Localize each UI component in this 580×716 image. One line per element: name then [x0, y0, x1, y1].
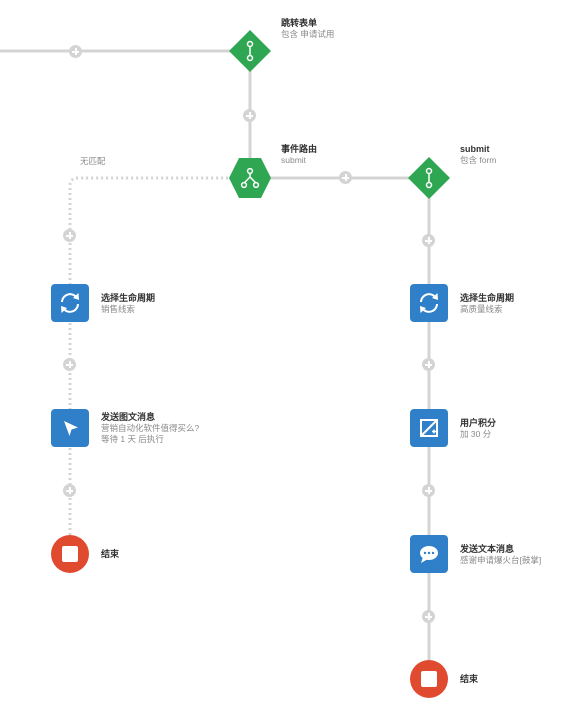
node-title: 发送文本消息 — [460, 544, 515, 554]
add-step-button[interactable] — [422, 358, 435, 371]
add-step-button[interactable] — [422, 234, 435, 247]
end-left-node[interactable] — [51, 535, 89, 573]
node-title: 用户积分 — [460, 418, 497, 428]
node-subtitle: submit — [281, 155, 307, 165]
node-subtitle: 加 30 分 — [460, 429, 492, 439]
refresh-cycle-icon — [61, 293, 79, 313]
chat-bubble-icon — [420, 546, 438, 563]
event-route-node[interactable] — [228, 157, 272, 199]
branch-diamond-icon — [229, 30, 271, 72]
add-step-button[interactable] — [63, 229, 76, 242]
paper-plane-icon — [64, 421, 78, 436]
node-subtitle: 感谢申请爆火台[鼓掌] — [460, 555, 542, 565]
submit-node[interactable] — [407, 156, 451, 200]
stop-icon — [62, 546, 78, 562]
node-title: 选择生命周期 — [101, 293, 156, 303]
add-step-button[interactable] — [69, 45, 82, 58]
add-step-button[interactable] — [339, 171, 352, 184]
node-subtitle: 包含 form — [460, 155, 497, 165]
user-points-node[interactable] — [410, 409, 448, 447]
add-step-button[interactable] — [422, 484, 435, 497]
node-title: 发送图文消息 — [101, 412, 156, 422]
branch-diamond-icon — [408, 157, 450, 199]
node-title: 选择生命周期 — [460, 293, 515, 303]
add-step-button[interactable] — [422, 610, 435, 623]
add-step-button[interactable] — [243, 109, 256, 122]
node-title: 跳转表单 — [281, 18, 318, 28]
node-delay: 等待 1 天 后执行 — [101, 434, 164, 444]
node-subtitle: 销售线索 — [101, 304, 136, 314]
lifecycle-right-node[interactable] — [410, 284, 448, 322]
end-right-node[interactable] — [410, 660, 448, 698]
add-step-button[interactable] — [63, 358, 76, 371]
refresh-cycle-icon — [420, 293, 438, 313]
lifecycle-left-node[interactable] — [51, 284, 89, 322]
jump-form-node[interactable] — [228, 29, 272, 73]
node-title: submit — [460, 144, 490, 154]
add-step-button[interactable] — [63, 484, 76, 497]
route-hexagon-icon — [229, 158, 271, 198]
node-title: 结束 — [101, 549, 120, 559]
node-subtitle: 高质量线索 — [460, 304, 503, 314]
stop-icon — [421, 671, 437, 687]
no-match-label: 无匹配 — [80, 156, 106, 166]
points-edit-icon — [420, 419, 438, 437]
send-rich-message-node[interactable] — [51, 409, 89, 447]
node-subtitle: 包含 申请试用 — [281, 29, 335, 39]
node-title: 事件路由 — [281, 144, 318, 154]
send-text-message-node[interactable] — [410, 535, 448, 573]
node-title: 结束 — [460, 674, 479, 684]
node-subtitle: 营销自动化软件值得买么? — [101, 423, 200, 433]
